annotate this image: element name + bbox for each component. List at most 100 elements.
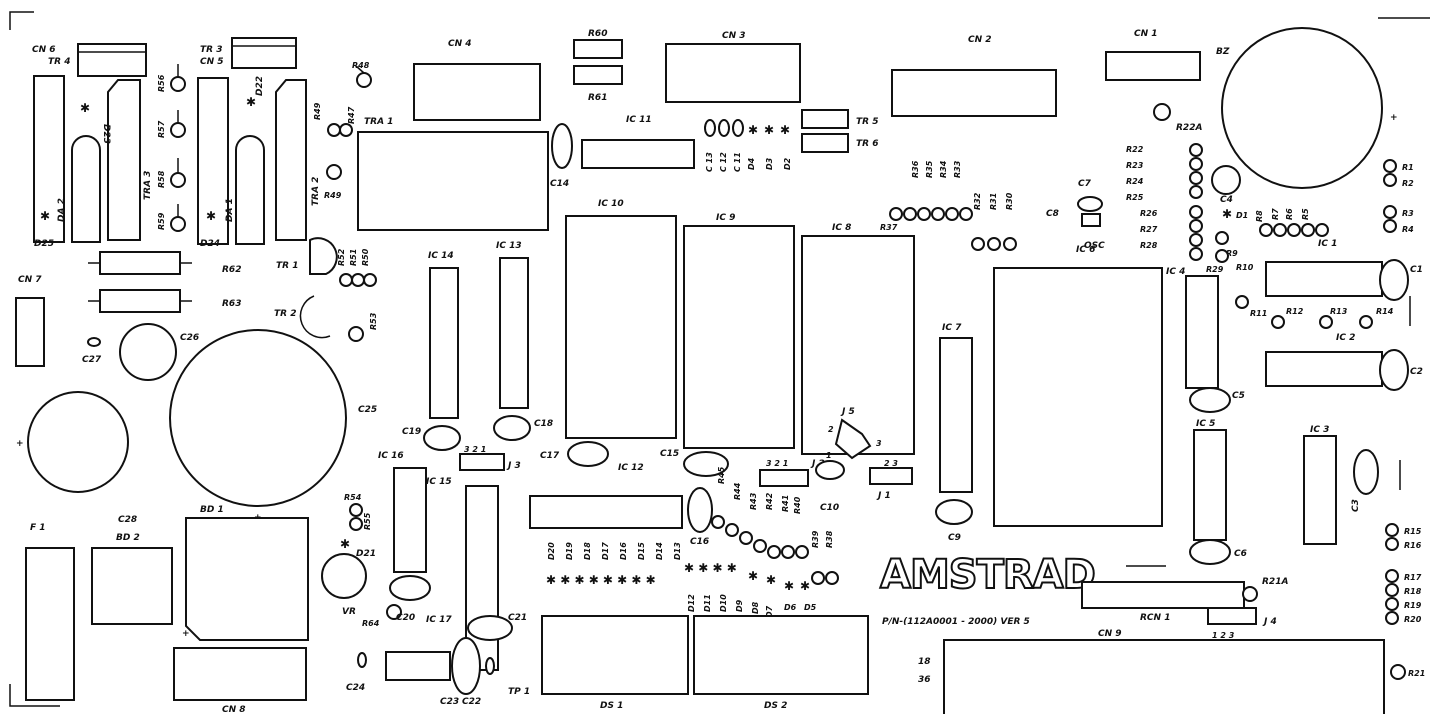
label-r19: R19 xyxy=(1404,601,1422,610)
label-bd2: BD 2 xyxy=(116,533,140,543)
label-d10: D10 xyxy=(719,594,728,612)
ic6-body xyxy=(993,267,1163,527)
label-cn2: CN 2 xyxy=(968,35,992,45)
label-r43: R43 xyxy=(749,492,758,510)
label-c21: C21 xyxy=(508,613,527,623)
c16-body xyxy=(687,487,713,533)
label-c27: C27 xyxy=(82,355,102,365)
label-d15: D15 xyxy=(637,542,646,560)
cn5-body xyxy=(197,77,229,245)
d22-symbol: ✱ xyxy=(246,95,256,109)
c14-body xyxy=(551,123,573,169)
r62-body xyxy=(99,251,181,275)
label-r22a: R22A xyxy=(1176,123,1202,133)
cn2-body xyxy=(891,69,1057,117)
small-ic-body xyxy=(385,651,451,681)
label-ic1: IC 1 xyxy=(1318,239,1337,249)
label-r21: R21 xyxy=(1408,669,1425,678)
ic4-body xyxy=(1185,275,1219,389)
label-rcn1: RCN 1 xyxy=(1140,613,1170,623)
label-f1: F 1 xyxy=(30,523,46,533)
label-ic15: IC 15 xyxy=(426,477,452,487)
da1-body xyxy=(235,135,265,245)
label-r50: R50 xyxy=(361,248,370,266)
label-d16: D16 xyxy=(619,542,628,560)
label-cn9: CN 9 xyxy=(1098,629,1122,639)
label-r30: R30 xyxy=(1005,192,1014,210)
ic1-body xyxy=(1265,261,1383,297)
label-d9: D9 xyxy=(735,599,744,612)
label-d2: D2 xyxy=(783,157,792,170)
label-c16: C16 xyxy=(690,537,709,547)
label-d21: D21 xyxy=(356,549,376,559)
label-d7: D7 xyxy=(765,605,774,618)
ic10-body xyxy=(565,215,677,439)
label-r12: R12 xyxy=(1286,307,1304,316)
label-r21a: R21A xyxy=(1262,577,1288,587)
label-ic8: IC 8 xyxy=(832,223,851,233)
label-d17: D17 xyxy=(601,542,610,560)
label-d8: D8 xyxy=(751,601,760,614)
label-r23: R23 xyxy=(1126,161,1144,170)
svg-text:+: + xyxy=(182,629,190,639)
tr1-body xyxy=(309,237,338,275)
label-r58: R58 xyxy=(157,170,166,188)
r22a-body xyxy=(1153,103,1171,121)
label-tr6: TR 6 xyxy=(856,139,878,149)
r48-body xyxy=(356,72,372,88)
r57-body xyxy=(170,122,186,138)
c23-body xyxy=(451,637,481,695)
osc-body xyxy=(1081,213,1101,227)
d23-symbol: ✱ xyxy=(80,101,90,115)
svg-text:✱: ✱ xyxy=(780,123,790,137)
label-c1: C1 xyxy=(1410,265,1423,275)
label-ic10: IC 10 xyxy=(598,199,624,209)
label-r36: R36 xyxy=(911,160,920,178)
c18-body xyxy=(493,415,531,441)
tra2-body xyxy=(275,79,307,241)
label-d3: D3 xyxy=(765,157,774,170)
svg-text:✱: ✱ xyxy=(1222,207,1232,221)
ic5-body xyxy=(1193,429,1227,541)
label-d4: D4 xyxy=(747,157,756,170)
label-ic13: IC 13 xyxy=(496,241,522,251)
svg-text:+: + xyxy=(1390,113,1398,123)
label-da1: DA 1 xyxy=(225,198,235,222)
corner-mark-bottom-left xyxy=(9,684,60,707)
label-cn9-pin18: 18 xyxy=(918,657,931,667)
svg-text:✱ ✱ ✱ ✱: ✱ ✱ ✱ ✱ xyxy=(684,561,737,575)
part-number: P/N-(112A0001 - 2000) VER 5 xyxy=(882,617,1030,627)
label-c18: C18 xyxy=(534,419,553,429)
label-c12: C 12 xyxy=(719,152,728,172)
label-r53: R53 xyxy=(369,312,378,330)
label-r7: R7 xyxy=(1271,208,1280,220)
label-ic3: IC 3 xyxy=(1310,425,1329,435)
label-cn3: CN 3 xyxy=(722,31,746,41)
cn1-body xyxy=(1105,51,1201,81)
c15-body xyxy=(683,451,729,477)
c19-body xyxy=(423,425,461,451)
c24-body xyxy=(357,652,367,668)
ds2-body xyxy=(693,615,869,695)
r56-body xyxy=(170,76,186,92)
label-d19: D19 xyxy=(565,542,574,560)
j2-body xyxy=(759,469,809,487)
ic9-body xyxy=(683,225,795,449)
cn7-body xyxy=(15,297,45,367)
label-r60: R60 xyxy=(588,29,607,39)
label-j1-pins: 2 3 xyxy=(884,459,898,468)
d24-symbol: ✱ xyxy=(206,209,216,223)
label-c26: C26 xyxy=(180,333,199,343)
label-r5: R5 xyxy=(1301,208,1310,220)
buzzer-body xyxy=(1221,27,1383,189)
label-tra3: TRA 3 xyxy=(143,171,153,200)
svg-text:✱: ✱ xyxy=(748,569,758,583)
tr2-body xyxy=(299,295,331,339)
label-r26: R26 xyxy=(1140,209,1158,218)
label-cn6: CN 6 xyxy=(32,45,56,55)
label-r59: R59 xyxy=(157,212,166,230)
label-bd1: BD 1 xyxy=(200,505,224,515)
svg-text:2: 2 xyxy=(828,425,834,434)
label-j2: J 2 xyxy=(810,459,825,469)
